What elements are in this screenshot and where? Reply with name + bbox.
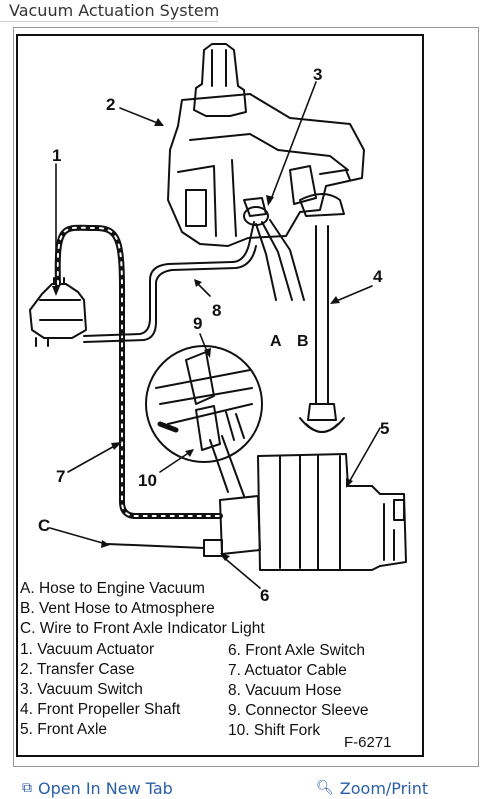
legend-item-4: 4. Front Propeller Shaft <box>20 701 181 718</box>
callout-4: 4 <box>373 267 383 286</box>
legend-right-list: 6. Front Axle Switch 7. Actuator Cable 8… <box>228 641 368 741</box>
callout-leaders <box>49 81 381 589</box>
open-new-tab-icon: ⧉ <box>22 780 32 796</box>
callout-3: 3 <box>313 65 322 84</box>
legend-item-1: 1. Vacuum Actuator <box>20 641 155 658</box>
callout-2: 2 <box>106 95 115 114</box>
figure-id: F-6271 <box>344 734 392 751</box>
legend-left-list: 1. Vacuum Actuator 2. Transfer Case 3. V… <box>20 640 180 740</box>
callout-7: 7 <box>56 467 65 486</box>
legend-item-3: 3. Vacuum Switch <box>20 681 143 698</box>
legend-item-5: 5. Front Axle <box>20 721 108 738</box>
page-title: Vacuum Actuation System <box>9 1 220 20</box>
callout-6: 6 <box>260 586 269 605</box>
legend-item-6: 6. Front Axle Switch <box>228 642 365 659</box>
zoom-print-label: Zoom/Print <box>339 778 429 798</box>
legend-item-b: B. Vent Hose to Atmosphere <box>20 600 215 617</box>
legend-item-9: 9. Connector Sleeve <box>228 702 369 719</box>
callout-c: C <box>38 516 50 535</box>
callout-8: 8 <box>212 301 221 320</box>
connector-sleeve-detail <box>145 345 263 497</box>
legend-letter-list: A. Hose to Engine Vacuum B. Vent Hose to… <box>20 579 265 639</box>
callout-9: 9 <box>193 314 202 333</box>
callout-5: 5 <box>380 419 389 438</box>
open-in-new-tab-label: Open In New Tab <box>38 778 173 798</box>
zoom-icon: 🔍︎ <box>316 780 334 796</box>
legend-item-a: A. Hose to Engine Vacuum <box>20 580 205 597</box>
front-axle-drawing <box>219 453 407 571</box>
title-divider <box>0 21 218 22</box>
callout-a: A <box>270 333 282 350</box>
front-propeller-shaft-drawing <box>299 193 345 433</box>
open-in-new-tab-link[interactable]: ⧉ Open In New Tab <box>22 778 173 798</box>
legend-item-7: 7. Actuator Cable <box>228 662 347 679</box>
callout-b: B <box>297 333 309 350</box>
vacuum-actuator-drawing <box>29 277 87 347</box>
legend-item-10: 10. Shift Fork <box>228 722 321 739</box>
indicator-wire-drawing <box>107 543 205 549</box>
front-axle-switch-drawing <box>203 539 223 557</box>
transfer-case-drawing <box>167 43 365 247</box>
callout-1: 1 <box>52 146 61 165</box>
callout-10: 10 <box>138 471 157 490</box>
legend-item-2: 2. Transfer Case <box>20 661 135 678</box>
legend-item-c: C. Wire to Front Axle Indicator Light <box>20 620 265 637</box>
zoom-print-link[interactable]: 🔍︎ Zoom/Print <box>316 778 428 798</box>
legend-item-8: 8. Vacuum Hose <box>228 682 342 699</box>
vacuum-hose-drawing <box>83 221 255 337</box>
figure-container <box>13 27 479 767</box>
diagram-frame <box>16 34 424 757</box>
